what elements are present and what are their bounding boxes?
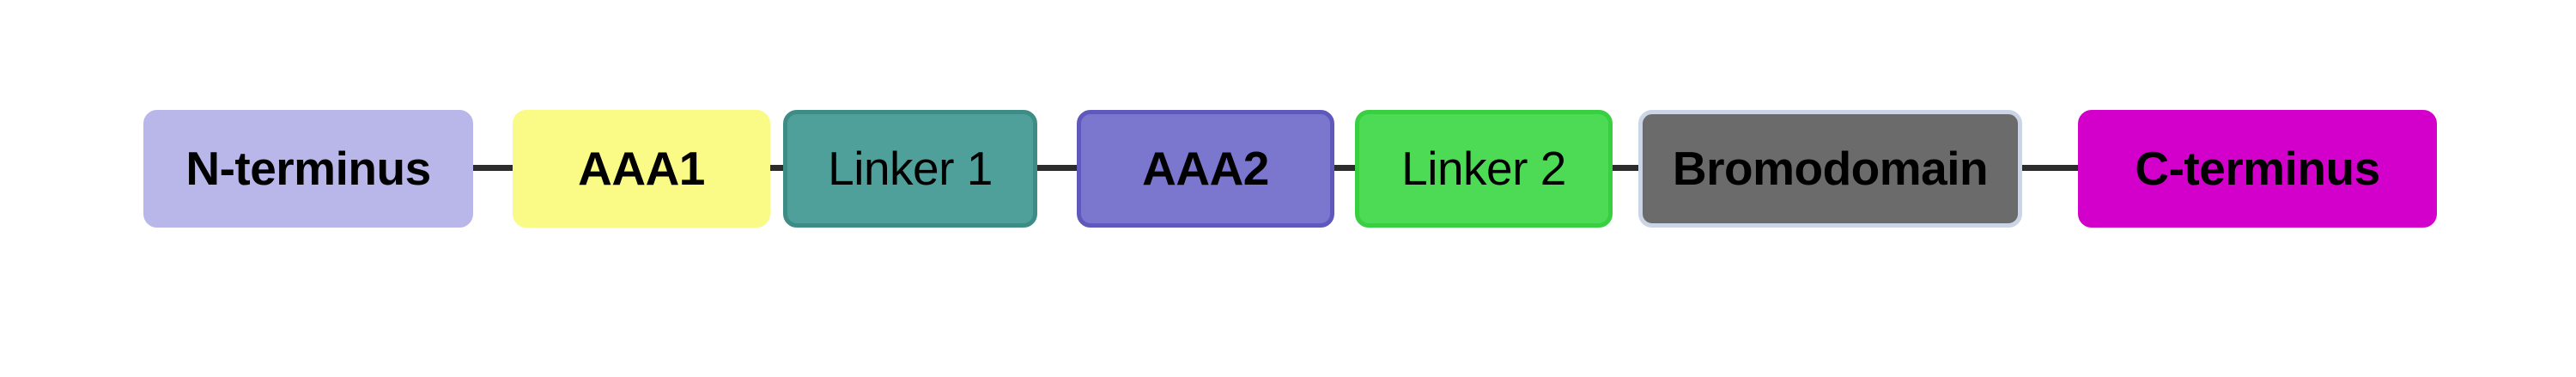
node-linker-2[interactable]: Linker 2 [1355,110,1613,228]
connector-linker-2-bromodomain [1584,165,1687,171]
node-label-aaa2: AAA2 [1142,142,1269,195]
node-c-terminus[interactable]: C-terminus [2078,110,2437,228]
node-label-linker-1: Linker 1 [828,142,993,195]
connector-bromodomain-c-terminus [2020,165,2102,171]
connector-n-terminus-aaa1 [464,165,522,171]
node-label-aaa1: AAA1 [578,142,705,195]
node-bromodomain[interactable]: Bromodomain [1638,110,2022,228]
node-linker-1[interactable]: Linker 1 [783,110,1037,228]
node-label-bromodomain: Bromodomain [1672,142,1989,195]
node-n-terminus[interactable]: N-terminus [143,110,473,228]
node-aaa2[interactable]: AAA2 [1077,110,1334,228]
node-label-n-terminus: N-terminus [185,142,431,195]
node-aaa1[interactable]: AAA1 [513,110,770,228]
node-label-c-terminus: C-terminus [2135,142,2380,195]
node-label-linker-2: Linker 2 [1401,142,1566,195]
connector-linker-1-aaa2 [1013,165,1087,171]
